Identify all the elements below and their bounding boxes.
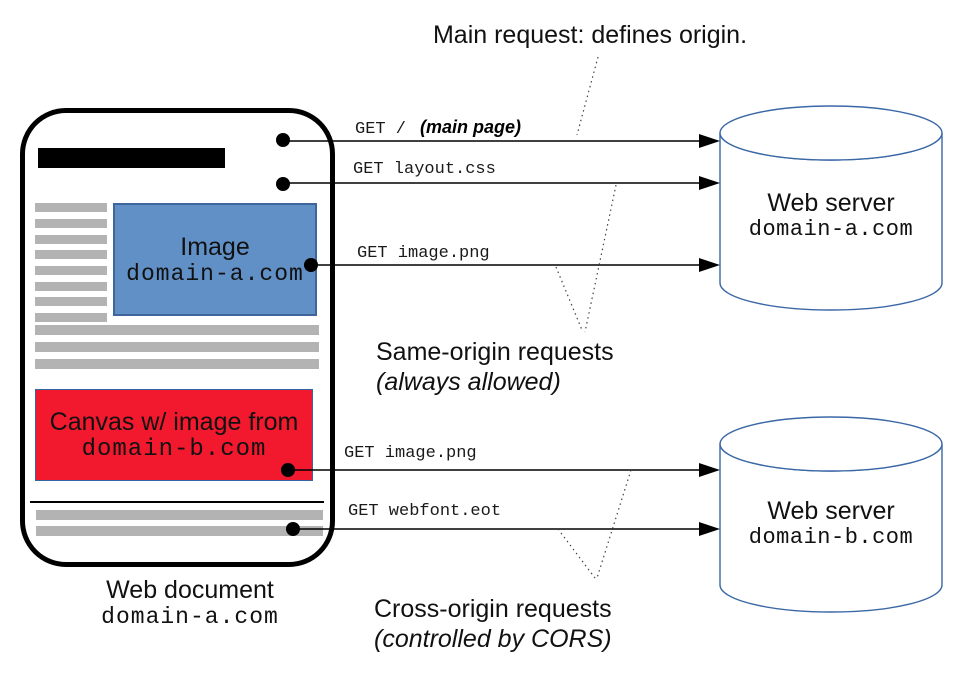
connector-title-to-main-request [576, 56, 599, 136]
text-line-bar [35, 219, 107, 228]
image-box-domain: domain-a.com [126, 260, 304, 287]
request-label-main-note: (main page) [420, 117, 522, 137]
same-origin-subtitle: (always allowed) [376, 368, 561, 396]
document-caption-title: Web document [106, 576, 274, 604]
canvas-box-domain: domain-b.com [81, 435, 267, 463]
connector-same-origin-from-image [555, 266, 583, 331]
canvas-box-label: Canvas w/ image from [49, 407, 299, 436]
image-box: Image domain-a.com [113, 203, 317, 316]
request-label-layout-css: GET layout.css [353, 160, 496, 179]
canvas-box: Canvas w/ image from domain-b.com [35, 389, 313, 481]
server-b-caption: Web server domain-b.com [726, 498, 936, 551]
text-line-bar [36, 526, 323, 536]
same-origin-title: Same-origin requests [376, 338, 614, 366]
server-b-name: Web server [767, 497, 895, 525]
server-a-name: Web server [767, 189, 895, 217]
text-line-bar [35, 313, 107, 322]
text-line-bar [35, 297, 107, 306]
server-b-domain: domain-b.com [748, 525, 914, 550]
request-label-main: GET / (main page) [355, 118, 521, 139]
document-divider [30, 501, 324, 503]
request-label-main-text: GET / [355, 120, 407, 139]
web-document-body: Image domain-a.com Canvas w/ image from … [25, 113, 330, 562]
connector-cross-origin-from-image [596, 469, 632, 579]
server-a-domain: domain-a.com [748, 217, 914, 242]
connector-cross-origin-from-webfont [557, 528, 596, 579]
text-line-bar [35, 266, 107, 275]
text-line-bar [35, 342, 319, 352]
image-box-label: Image [180, 232, 250, 261]
connector-same-origin-from-css [584, 184, 617, 333]
cross-origin-title: Cross-origin requests [374, 595, 612, 623]
request-label-webfont: GET webfont.eot [348, 502, 502, 521]
text-line-bar [36, 510, 323, 520]
request-arrow-image-b [281, 463, 720, 477]
text-line-bar [35, 359, 319, 369]
document-caption-domain: domain-a.com [101, 604, 279, 630]
cross-origin-subtitle: (controlled by CORS) [374, 625, 612, 653]
text-line-bar [35, 235, 107, 244]
request-label-image-b: GET image.png [344, 444, 477, 463]
document-heading-bar [38, 148, 225, 168]
request-arrow-webfont [286, 522, 720, 536]
text-line-bar [35, 325, 319, 335]
document-caption: Web document domain-a.com [65, 576, 315, 631]
web-document: Image domain-a.com Canvas w/ image from … [20, 108, 335, 567]
request-arrow-layout-css [276, 176, 720, 191]
request-label-image-a: GET image.png [357, 244, 490, 263]
same-origin-label: Same-origin requests (always allowed) [376, 337, 614, 397]
diagram-title: Main request: defines origin. [432, 21, 748, 49]
server-a-caption: Web server domain-a.com [726, 190, 936, 243]
text-line-bar [35, 203, 107, 212]
text-line-bar [35, 282, 107, 291]
cross-origin-label: Cross-origin requests (controlled by COR… [374, 594, 612, 654]
text-line-bar [35, 250, 107, 259]
